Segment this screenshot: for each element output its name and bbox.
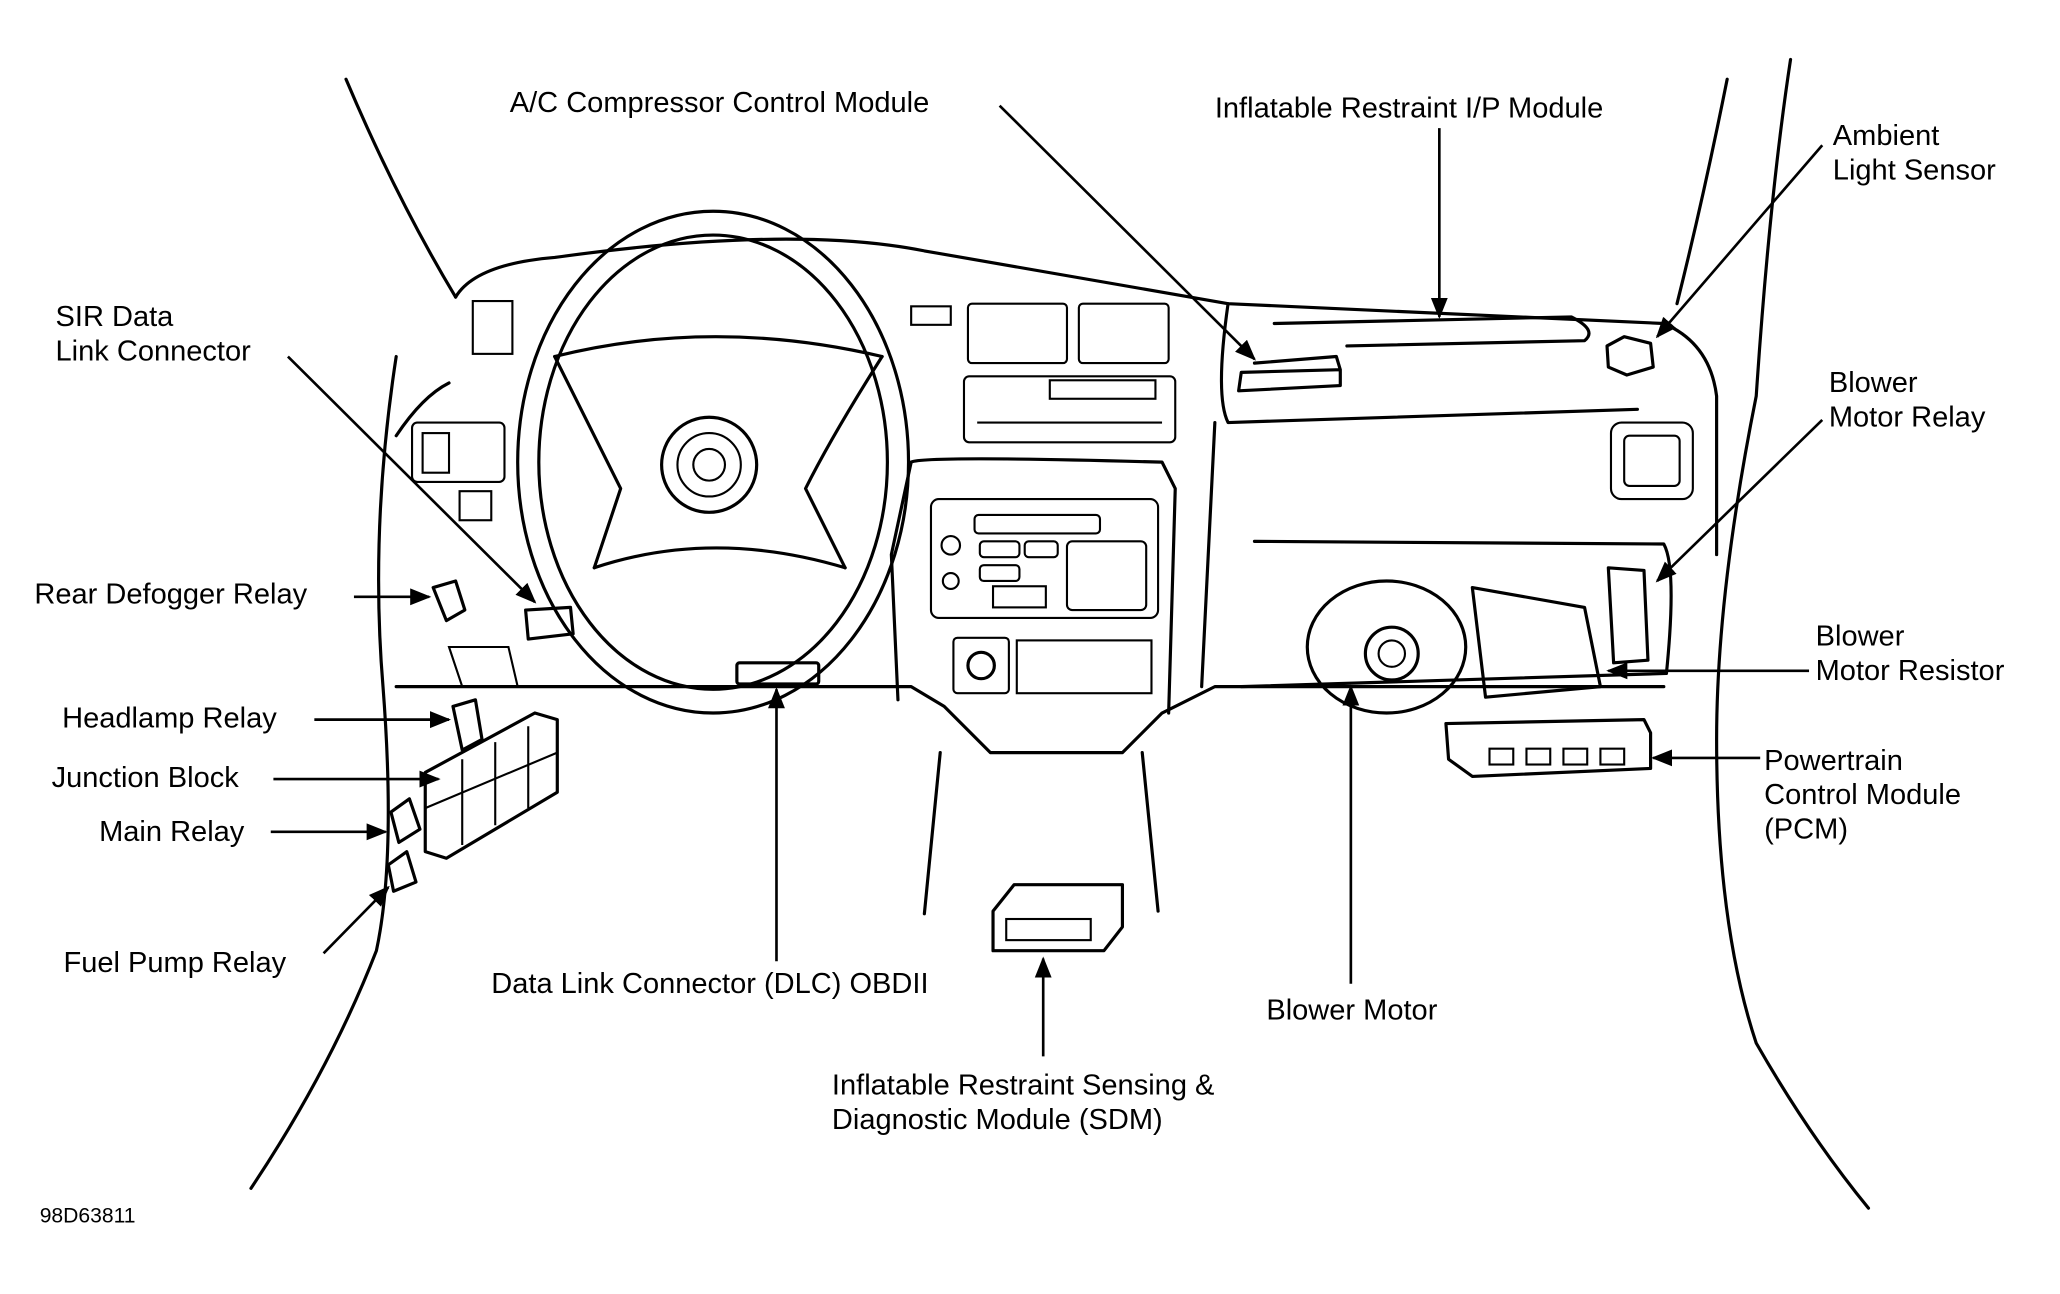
data-link-connector [735,661,821,686]
blower-motor-relay [1606,566,1650,665]
label-blower-motor-relay-2: Motor Relay [1829,401,1986,433]
label-data-link-connector: Data Link Connector (DLC) OBDII [491,968,928,1000]
label-ac-compressor-control-module: A/C Compressor Control Module [510,87,929,119]
label-pcm-2: Control Module [1764,779,1961,811]
label-blower-motor: Blower Motor [1266,994,1437,1026]
vehicle-interior-outline [249,57,1871,1210]
label-ambient-light-sensor-1: Ambient [1833,120,1940,152]
label-sir-data-link-connector-1: SIR Data [56,301,175,333]
steering-wheel [516,209,911,715]
label-sdm-1: Inflatable Restraint Sensing & [832,1070,1214,1102]
label-headlamp-relay: Headlamp Relay [62,703,277,735]
rear-defogger-relay [431,579,467,623]
label-inflatable-restraint-ip-module: Inflatable Restraint I/P Module [1215,93,1603,125]
label-rear-defogger-relay: Rear Defogger Relay [34,578,307,610]
components [386,335,1655,953]
label-main-relay: Main Relay [99,816,245,848]
label-blower-motor-relay-1: Blower [1829,367,1918,399]
label-sir-data-link-connector-2: Link Connector [56,335,252,367]
figure-id: 98D63811 [40,1205,136,1228]
label-blower-motor-resistor-1: Blower [1816,621,1905,653]
label-pcm-1: Powertrain [1764,745,1903,777]
label-fuel-pump-relay: Fuel Pump Relay [63,947,286,979]
fuel-pump-relay [386,850,418,893]
blower-motor-resistor [1470,585,1603,699]
label-sdm-2: Diagnostic Module (SDM) [832,1104,1163,1136]
leader-lines [270,104,1824,1057]
ac-compressor-control-module [1237,354,1342,393]
ambient-light-sensor [1605,335,1655,377]
sdm-module [991,883,1125,953]
left-dash-details [410,299,520,688]
label-pcm-3: (PCM) [1764,813,1848,845]
main-relay [389,797,422,845]
label-junction-block: Junction Block [52,762,240,794]
callout-labels: A/C Compressor Control Module Inflatable… [34,87,2004,1227]
junction-block [423,711,559,860]
label-ambient-light-sensor-2: Light Sensor [1833,155,1996,187]
sir-data-link-connector [524,605,575,641]
right-dash-details [1239,315,1694,689]
blower-motor [1305,579,1468,715]
label-blower-motor-resistor-2: Motor Resistor [1816,655,2005,687]
center-stack [889,302,1177,715]
powertrain-control-module [1444,718,1653,778]
headlamp-relay [451,698,484,752]
